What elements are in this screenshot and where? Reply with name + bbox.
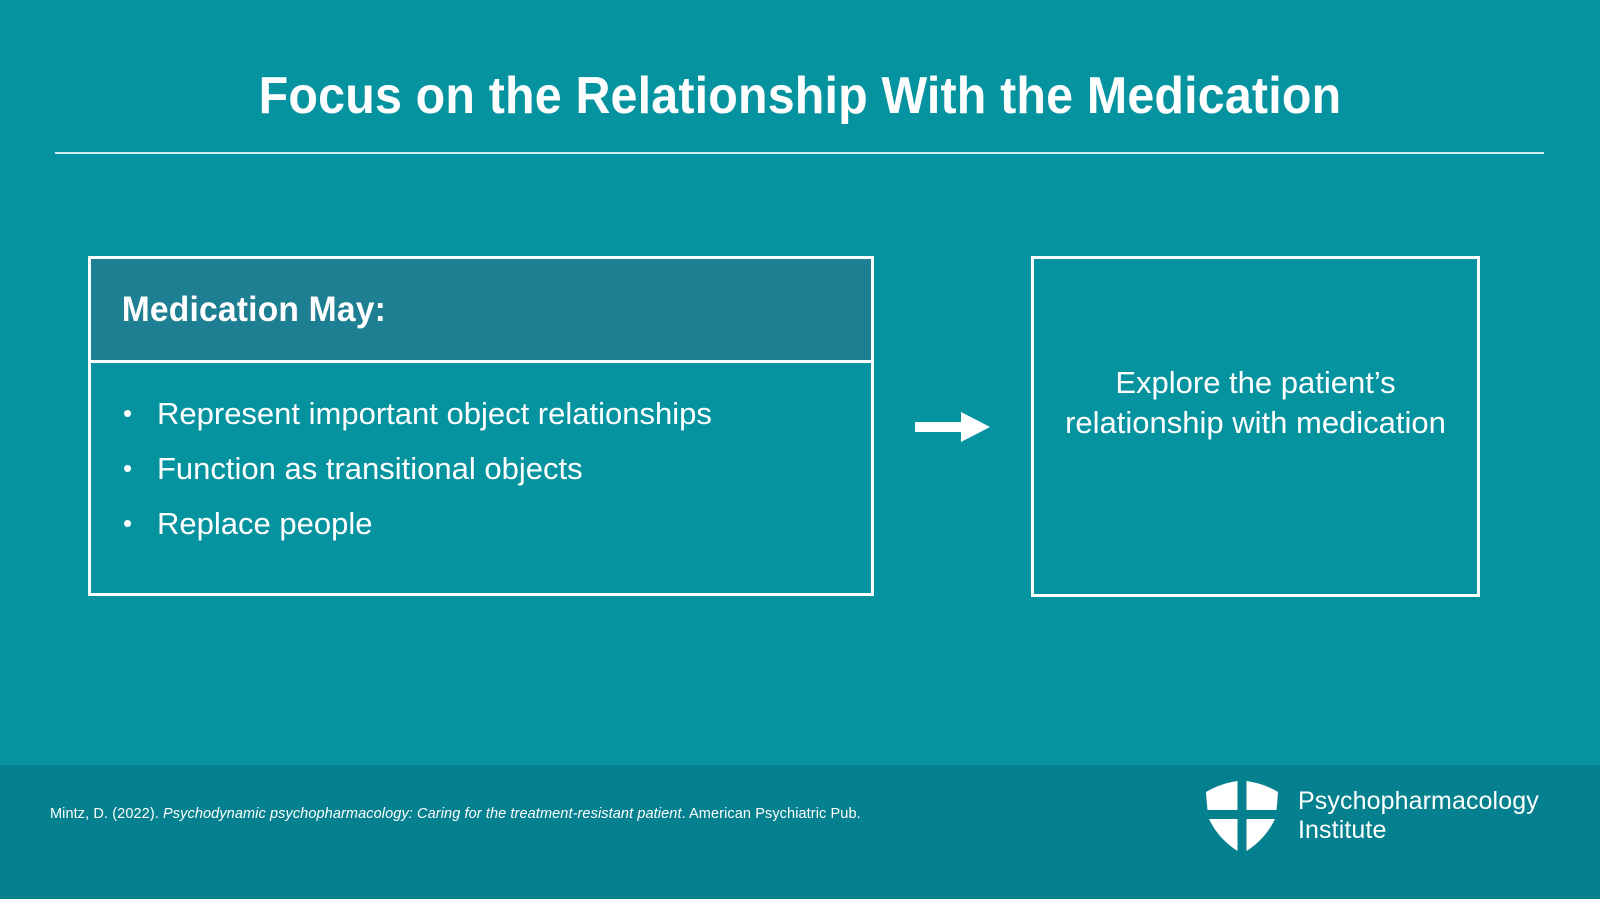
list-item-label: Function as transitional objects [157, 451, 583, 487]
list-item: • Function as transitional objects [123, 451, 871, 487]
citation-title: Psychodynamic psychopharmacology: Caring… [163, 806, 682, 822]
medication-may-bullet-list: • Represent important object relationshi… [91, 363, 871, 562]
bullet-icon: • [123, 398, 133, 428]
explore-relationship-text: Explore the patient’s relationship with … [1065, 365, 1446, 441]
footer-band [0, 765, 1600, 899]
list-item-label: Replace people [157, 506, 373, 542]
medication-may-header-label: Medication May: [121, 289, 386, 329]
brand-logo-line1: Psychopharmacology [1298, 786, 1539, 815]
medication-may-panel: Medication May: • Represent important ob… [88, 256, 874, 596]
list-item: • Represent important object relationshi… [123, 396, 871, 431]
brand-logo: Psychopharmacology Institute [1200, 772, 1545, 860]
brand-logo-line2: Institute [1298, 816, 1387, 844]
citation-prefix: Mintz, D. (2022). [50, 806, 163, 822]
page-title: Focus on the Relationship With the Medic… [258, 67, 1342, 125]
brand-logo-text: Psychopharmacology Institute [1298, 787, 1539, 846]
explore-relationship-panel: Explore the patient’s relationship with … [1031, 256, 1480, 597]
shield-icon [1200, 774, 1284, 858]
bullet-icon: • [123, 508, 133, 539]
citation-suffix: . American Psychiatric Pub. [681, 806, 861, 822]
medication-may-header: Medication May: [91, 259, 871, 363]
bullet-icon: • [123, 453, 133, 484]
list-item: • Replace people [123, 507, 871, 541]
title-divider [55, 152, 1544, 154]
right-arrow-icon [915, 411, 990, 443]
list-item-label: Represent important object relationships [157, 396, 712, 431]
citation-reference: Mintz, D. (2022). Psychodynamic psychoph… [50, 806, 861, 822]
